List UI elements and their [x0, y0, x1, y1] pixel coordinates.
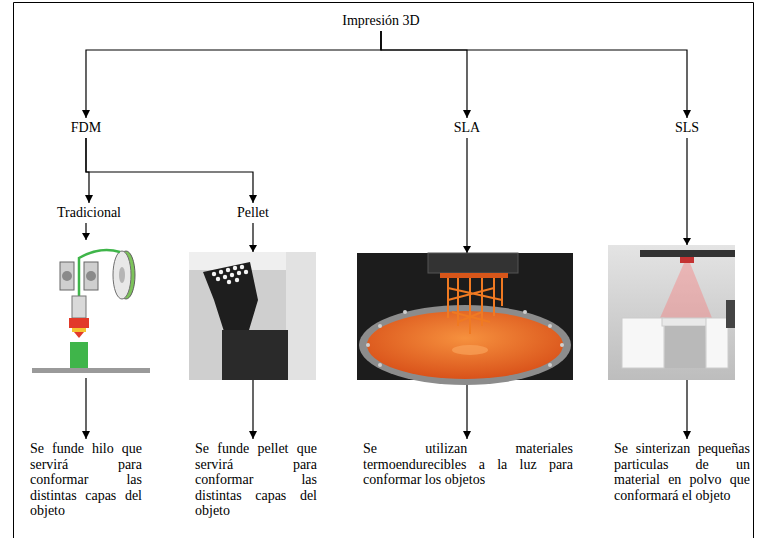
node-text: Impresión 3D: [342, 13, 419, 29]
printer-left: [622, 318, 664, 368]
bolt: [378, 363, 382, 367]
arrowhead: [249, 245, 257, 252]
bolt: [403, 310, 407, 314]
bolt: [366, 343, 370, 347]
build-platform: [428, 253, 518, 273]
gear-axis: [62, 271, 72, 281]
connector-arrow: [86, 31, 381, 118]
description-text: Se funde hilo que servirá para conformar…: [30, 441, 142, 519]
bolt: [523, 310, 527, 314]
fdm-filament-illustration: [30, 240, 152, 378]
pellet: [216, 277, 220, 281]
method-label: FDM: [69, 120, 103, 136]
pellet: [227, 280, 231, 284]
spool-front: [113, 251, 131, 299]
resin-vat: [367, 311, 563, 379]
description-text: Se sinterizan pequeñas particulas de un …: [614, 441, 750, 503]
description-text: Se funde pellet que servirá para conform…: [195, 441, 317, 519]
drive-gear: [84, 262, 98, 290]
printer-chamber: [665, 326, 705, 368]
pellet: [212, 272, 216, 276]
printed-lattice: [448, 278, 502, 334]
pellet: [226, 268, 230, 272]
description-text: Se utilizan materiales termoendurecibles…: [363, 441, 573, 488]
node-text: Se funde pellet que servirá para conform…: [195, 441, 317, 519]
variant-label: Pellet: [235, 205, 271, 221]
pellet: [233, 266, 237, 270]
bolt: [548, 363, 552, 367]
gear-axis: [86, 271, 96, 281]
arrowhead: [463, 246, 471, 253]
heater-band: [72, 328, 86, 332]
spool-hub: [119, 267, 125, 283]
pellets: [212, 265, 248, 284]
sls-illustration: [608, 245, 735, 380]
root-label: Impresión 3D: [340, 13, 421, 29]
pellet: [235, 278, 239, 282]
drive-gear: [60, 262, 74, 290]
pellet: [240, 265, 244, 269]
laser-beam: [660, 263, 712, 318]
node-text: SLS: [675, 120, 699, 136]
lattice-braces: [448, 288, 502, 322]
laser-gantry: [640, 250, 735, 257]
method-label: SLS: [673, 120, 701, 136]
picture-ground: [30, 240, 152, 378]
photo-ground: [189, 252, 316, 380]
picture-arrowheads: [82, 233, 691, 253]
node-text: Se sinterizan pequeñas particulas de un …: [614, 441, 750, 503]
machine-wall: [286, 252, 316, 380]
printer-right: [706, 318, 728, 368]
arrowhead: [683, 238, 691, 245]
platform-plate: [440, 273, 508, 278]
variant-label: Tradicional: [55, 205, 123, 221]
sla-illustration: [357, 253, 573, 385]
build-plate: [32, 368, 150, 373]
extruder-body: [222, 330, 288, 380]
node-text: Se funde hilo que servirá para conformar…: [30, 441, 142, 519]
arrowhead: [82, 233, 90, 240]
pellet: [237, 271, 241, 275]
pellet: [223, 275, 227, 279]
node-text: Se utilizan materiales termoendurecibles…: [363, 441, 573, 488]
side-panel: [726, 300, 735, 328]
powder-bed: [662, 318, 708, 326]
pellet: [230, 273, 234, 277]
nozzle: [74, 332, 84, 338]
printed-part: [70, 342, 88, 368]
node-text: Pellet: [237, 205, 269, 221]
laser-head: [680, 257, 694, 263]
heater-block: [69, 318, 89, 328]
vat-rim: [359, 305, 571, 385]
connector-arrow: [381, 31, 467, 118]
frame-border: [14, 3, 754, 538]
bolt: [548, 324, 552, 328]
cold-end: [72, 296, 86, 318]
photo-ground: [357, 253, 573, 380]
method-label: SLA: [452, 120, 482, 136]
bolt: [378, 324, 382, 328]
lattice-columns: [448, 278, 502, 334]
node-text: SLA: [454, 120, 480, 136]
resin-reflection: [452, 345, 488, 355]
fdm-pellet-illustration: [189, 252, 316, 380]
pellet: [244, 270, 248, 274]
node-text: Tradicional: [57, 205, 121, 221]
room-ground: [608, 245, 735, 380]
connector-arrow: [86, 138, 253, 203]
connector-arrow: [381, 31, 687, 118]
bolt: [560, 343, 564, 347]
pellet: [219, 270, 223, 274]
node-text: FDM: [71, 120, 101, 136]
